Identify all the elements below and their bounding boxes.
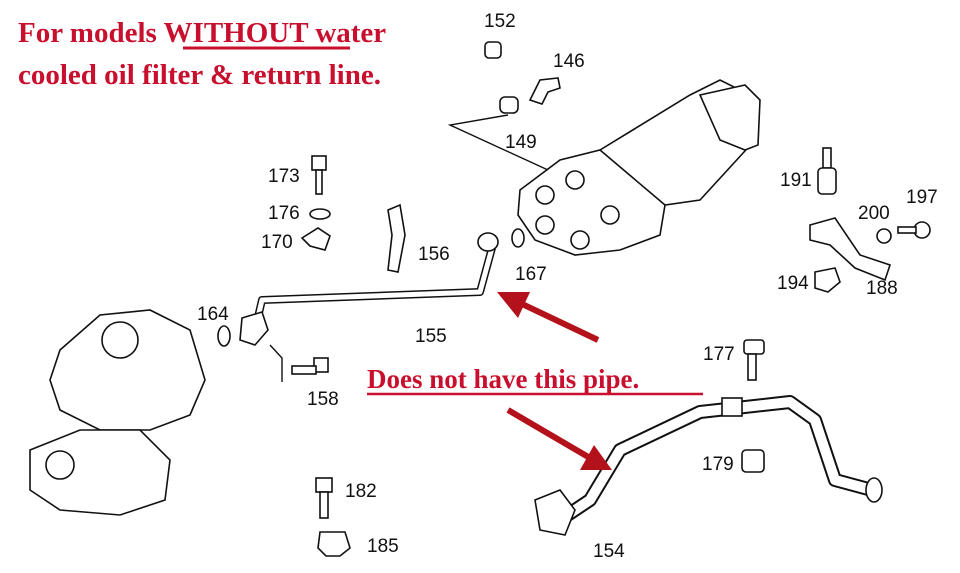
label-182: 182	[345, 481, 377, 502]
oil-pump	[517, 79, 761, 256]
clip-185	[317, 531, 351, 557]
callout-text: Does not have this pipe.	[367, 364, 639, 394]
label-191: 191	[780, 170, 812, 191]
mount-191	[817, 147, 837, 195]
clamp-149	[499, 96, 519, 114]
note-emphasis: WITHOUT	[164, 17, 309, 49]
hose-146	[528, 77, 561, 105]
bolt-158	[291, 357, 329, 375]
bolt-182	[315, 477, 333, 519]
bolt-177	[743, 339, 765, 381]
washer-176	[309, 208, 331, 220]
bracket-170	[300, 227, 331, 251]
seal-167	[511, 228, 525, 248]
bolt-173	[311, 155, 327, 195]
pipe-154	[534, 395, 883, 536]
bolt-197	[897, 221, 931, 239]
engine-block	[29, 309, 206, 516]
label-158: 158	[307, 389, 339, 410]
label-197: 197	[906, 187, 938, 208]
clamp-152	[484, 41, 502, 59]
clamp-156	[387, 203, 406, 273]
bracket-188	[809, 217, 892, 282]
label-154: 154	[593, 541, 625, 562]
label-164: 164	[197, 304, 229, 325]
sleeve-179	[741, 449, 765, 473]
note-line-2: cooled oil filter & return line.	[18, 59, 381, 91]
arrow-to-pipe-154	[506, 407, 612, 470]
label-152: 152	[484, 11, 516, 32]
grommet-194	[814, 267, 841, 293]
label-176: 176	[268, 203, 300, 224]
label-177: 177	[703, 344, 735, 365]
nut-200	[876, 228, 892, 244]
pipe-155	[239, 232, 499, 346]
seal-164	[217, 325, 231, 347]
label-179: 179	[702, 454, 734, 475]
note-line-1: For models WITHOUT water	[18, 17, 386, 49]
label-173: 173	[268, 166, 300, 187]
label-188: 188	[866, 278, 898, 299]
label-149: 149	[505, 132, 537, 153]
label-185: 185	[367, 536, 399, 557]
label-155: 155	[415, 326, 447, 347]
label-167: 167	[515, 264, 547, 285]
label-156: 156	[418, 244, 450, 265]
label-200: 200	[858, 203, 890, 224]
label-194: 194	[777, 273, 809, 294]
label-146: 146	[553, 51, 585, 72]
label-170: 170	[261, 232, 293, 253]
arrow-to-pipe-155	[497, 292, 600, 343]
